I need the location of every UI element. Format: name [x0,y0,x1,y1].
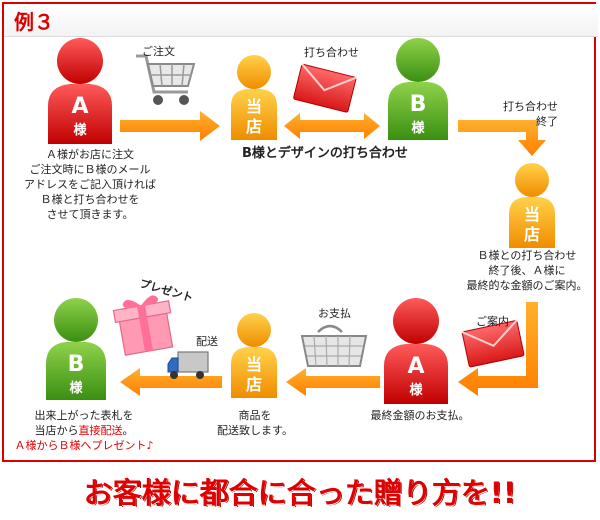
person-a-top-sub: 様 [73,122,87,138]
caption-b-receive-period: 。 [122,424,134,437]
label-delivery: 配送 [196,335,218,348]
label-order: ご注文 [142,45,175,58]
person-shop-right-letter: 当 [524,205,540,224]
header-bar: 例３ [4,4,598,37]
person-a-bottom: A 様 [384,298,448,404]
label-meeting-end-line2: 終了 [536,115,558,128]
caption-shop-ship-line2: 配送致します。 [217,424,293,437]
caption-shop-guide: Ｂ様との打ち合わせ 終了後、Ａ様に 最終的な金額のご案内。 [462,248,592,293]
label-meeting-end: 打ち合わせ 終了 [486,99,558,129]
arrow-a-to-shop [120,111,220,141]
person-a-bottom-letter: A [407,354,424,379]
caption-shop-guide-line1: Ｂ様との打ち合わせ [477,249,577,262]
delivery-truck-icon [167,351,209,379]
label-guidance: ご案内 [476,315,509,328]
person-b-bottom: B 様 [46,298,106,400]
envelope-icon-meeting [293,63,357,113]
caption-a-order-line3: アドレスをご記入頂ければ [24,178,156,191]
caption-b-receive-direct: 直接配送 [78,424,123,437]
person-shop-bottom: 当 店 [231,313,277,398]
caption-a-pay: 最終金額のお支払。 [370,409,470,422]
arrow-a-to-shop-bottom [286,368,380,396]
person-a-top: A 様 [48,38,112,144]
envelope-icon-guidance [461,319,525,368]
arrow-shop-to-a-bottom [458,302,538,396]
person-a-top-letter: A [71,94,88,119]
person-b-top: B 様 [388,38,448,140]
person-b-top-letter: B [410,92,427,117]
person-shop-bottom-letter: 当 [246,355,262,374]
caption-shop-ship-line1: 商品を [238,409,272,422]
label-payment: お支払 [318,307,351,320]
caption-b-receive: 出来上がった表札を 当店から直接配送。 Ａ様からＢ様へプレゼント♪ [0,408,168,453]
caption-a-order-line5: させて頂きます。 [46,208,134,221]
person-a-bottom-sub: 様 [409,382,423,398]
arrow-shop-to-b-bottom [120,368,222,396]
person-shop-right: 当 店 [509,163,555,248]
caption-b-receive-line2: 当店から直接配送。 [0,423,168,438]
person-b-bottom-letter: B [68,352,85,377]
person-shop-right-sub: 店 [524,225,540,244]
person-shop-top-letter: 当 [246,97,262,116]
caption-a-order-line4: Ｂ様と打ち合わせを [40,193,140,206]
label-meeting: 打ち合わせ [304,46,359,59]
arrow-shop-b-bidirectional [284,113,380,139]
caption-a-order-line2: ご注文時にＢ様のメール [29,163,151,176]
person-shop-top-sub: 店 [246,117,262,136]
shopping-cart-icon [136,54,196,105]
caption-shop-ship: 商品を 配送致します。 [200,408,310,438]
arrow-b-right-down [458,120,546,156]
basket-icon [300,324,368,367]
person-b-top-sub: 様 [411,120,425,136]
caption-b-receive-line1: 出来上がった表札を [34,409,134,422]
header-title: 例３ [14,10,54,34]
caption-b-receive-from: 当店から [34,424,79,437]
gift-box-icon [112,295,174,356]
person-shop-top: 当 店 [231,55,277,140]
caption-b-receive-present: Ａ様からＢ様へプレゼント♪ [14,439,154,452]
person-b-bottom-sub: 様 [69,380,83,396]
label-b-design: B様とデザインの打ち合わせ [242,146,408,161]
tagline: お客様に都合に合った贈り方を!! [83,476,517,510]
caption-a-order-line1: Ａ様がお店に注文 [46,148,134,161]
label-meeting-end-line1: 打ち合わせ [503,100,558,113]
caption-a-order: Ａ様がお店に注文 ご注文時にＢ様のメール アドレスをご記入頂ければ Ｂ様と打ち合… [10,147,170,222]
person-shop-bottom-sub: 店 [246,375,262,394]
caption-shop-guide-line2: 終了後、Ａ様に [488,264,566,277]
caption-shop-guide-line3: 最終的な金額のご案内。 [466,279,588,292]
